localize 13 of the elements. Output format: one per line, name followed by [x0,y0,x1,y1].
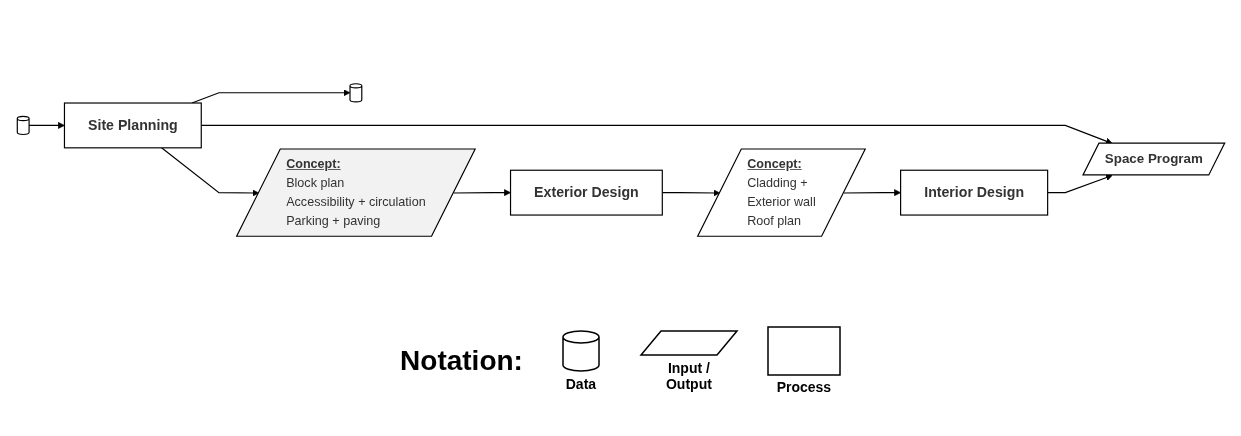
node-box: Site Planning [63,102,202,149]
arrow [842,189,901,197]
legend-label: Process [775,379,833,395]
node-cylinder [348,83,362,103]
legend-title: Notation: [400,344,523,377]
legend-label: Data [564,376,598,392]
arrow [160,147,259,197]
node-box: Interior Design [899,169,1048,216]
arrow [661,189,720,197]
legend-label: Input / Output [665,360,713,392]
node-box: Exterior Design [509,169,663,216]
arrow [452,189,511,197]
node-cylinder [16,115,30,136]
